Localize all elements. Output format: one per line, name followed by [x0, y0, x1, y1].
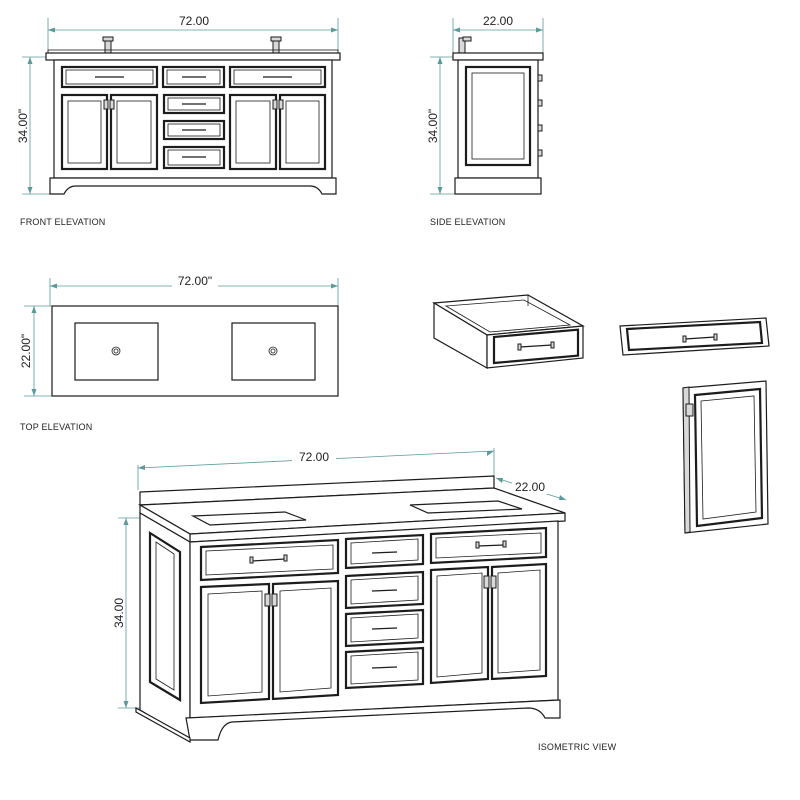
side-elevation-caption: SIDE ELEVATION — [430, 217, 506, 227]
iso-height-dimension: 34.00 — [112, 517, 150, 709]
top-width-label: 72.00" — [178, 274, 212, 288]
detail-drawer-box — [432, 294, 585, 370]
isometric-view: 72.00 22.00 34.00 — [112, 448, 617, 752]
front-width-dimension: 72.00 — [47, 14, 339, 55]
iso-depth-dimension: 22.00 — [495, 477, 567, 501]
top-depth-label: 22.00" — [19, 334, 33, 368]
isometric-view-caption: ISOMETRIC VIEW — [538, 742, 617, 752]
iso-sink-right — [409, 500, 523, 514]
front-carcass — [53, 59, 333, 179]
iso-door-right-2 — [490, 562, 548, 681]
iso-drawer-top-left — [199, 538, 340, 582]
faucet-right — [270, 36, 282, 54]
front-door-right-1 — [228, 93, 278, 171]
front-door-right-2 — [278, 93, 327, 171]
side-countertop — [452, 52, 544, 61]
front-door-left-1 — [60, 93, 109, 171]
front-height-label: 34.00" — [16, 109, 30, 143]
side-carcass — [457, 59, 539, 179]
side-height-label: 34.00" — [426, 109, 440, 143]
iso-drawer-top-right — [429, 526, 548, 565]
top-sink-left — [74, 322, 159, 381]
iso-sink-left — [190, 511, 307, 526]
top-elevation: 72.00" 22.00" TOP ELEVATION — [19, 274, 339, 432]
iso-side-panel — [139, 511, 191, 742]
side-elevation: 22.00 34.00" SIDE ELEVATION — [426, 14, 544, 227]
front-elevation-caption: FRONT ELEVATION — [20, 217, 106, 227]
detail-door — [682, 380, 769, 534]
front-door-left-2 — [109, 93, 159, 171]
side-depth-label: 22.00 — [483, 14, 513, 28]
top-elevation-caption: TOP ELEVATION — [20, 422, 92, 432]
iso-front-face — [189, 520, 559, 719]
iso-depth-label: 22.00 — [515, 480, 545, 494]
iso-base — [185, 699, 561, 741]
front-width-label: 72.00 — [179, 14, 209, 28]
front-drawer-top-center — [161, 65, 226, 89]
iso-width-label: 72.00 — [299, 450, 329, 464]
front-base — [49, 177, 337, 195]
side-panel — [464, 65, 532, 167]
top-sink-right — [231, 322, 316, 381]
iso-door-left-1 — [199, 582, 271, 705]
iso-door-right-1 — [429, 565, 490, 685]
front-drawer-center-2 — [162, 93, 226, 115]
iso-drawer-center-4 — [344, 646, 425, 690]
side-depth-dimension: 22.00 — [452, 14, 544, 55]
front-drawer-top-right — [228, 65, 327, 89]
front-countertop — [45, 52, 341, 61]
top-depth-dimension: 22.00" — [19, 305, 52, 397]
detail-drawer-front — [619, 317, 770, 356]
side-base — [454, 177, 542, 195]
side-faucet — [458, 36, 472, 54]
iso-drawer-top-center — [344, 533, 425, 570]
front-drawer-center-4 — [162, 145, 226, 170]
side-height-dimension: 34.00" — [426, 56, 458, 195]
top-width-dimension: 72.00" — [49, 274, 339, 306]
iso-drawer-center-3 — [344, 608, 425, 648]
iso-height-label: 34.00 — [112, 598, 126, 628]
front-drawer-center-3 — [162, 119, 226, 141]
front-elevation: 72.00 34.00" — [16, 14, 341, 227]
faucet-left — [102, 36, 114, 54]
front-drawer-top-left — [60, 65, 159, 89]
iso-drawer-center-2 — [344, 570, 425, 610]
top-countertop — [51, 305, 339, 397]
iso-width-dimension: 72.00 — [137, 448, 495, 490]
front-height-dimension: 34.00" — [16, 56, 52, 195]
iso-door-left-2 — [271, 579, 340, 701]
